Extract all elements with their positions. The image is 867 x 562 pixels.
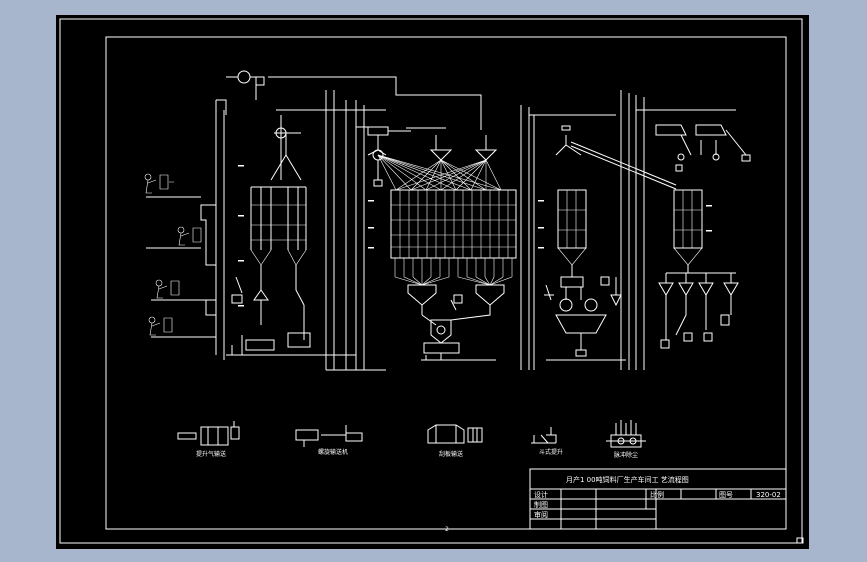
corner-mark <box>796 537 804 544</box>
bin-outlet <box>475 276 491 286</box>
feed-line <box>377 154 472 191</box>
feed-line <box>440 159 487 191</box>
drawing-no-label: 图号 <box>719 491 733 499</box>
cad-drawing-canvas: 提升气输送 螺旋输送机 刮板输送 斗式提升 脉冲除尘 月产1 00吨饲料厂生产车… <box>56 15 809 549</box>
feed-line <box>377 154 457 191</box>
bin-outlet <box>403 276 423 286</box>
bin-outlet <box>421 276 432 286</box>
legend-caption-1: 提升气输送 <box>196 450 226 458</box>
feed-line <box>410 159 442 191</box>
tag-mark <box>368 200 374 202</box>
bin-outlet <box>489 276 513 286</box>
designer-label: 设计 <box>534 490 548 499</box>
tag-mark <box>538 227 544 229</box>
tag-mark <box>238 165 244 167</box>
feed-line <box>425 159 442 191</box>
tag-mark <box>238 215 244 217</box>
tag-mark <box>368 247 374 249</box>
sheet-mark: 2 <box>445 526 449 533</box>
tag-mark <box>238 305 244 307</box>
feed-line <box>377 154 442 191</box>
bin-outlet <box>394 276 423 286</box>
feed-line <box>485 159 502 191</box>
pellet-section <box>529 90 751 370</box>
tag-mark <box>706 205 712 207</box>
equipment-legend: 提升气输送 螺旋输送机 刮板输送 斗式提升 脉冲除尘 <box>177 420 646 459</box>
outer-frame <box>59 18 803 544</box>
drawer-label: 制图 <box>534 500 548 509</box>
drawing-no-value: 320-02 <box>756 491 781 499</box>
feed-line <box>455 159 487 191</box>
inner-frame <box>105 36 787 530</box>
bin-outlet <box>457 276 491 286</box>
bin-outlet <box>421 276 450 286</box>
reviewer-label: 审阅 <box>534 510 548 519</box>
feed-line <box>377 154 397 191</box>
title-block: 月产1 00吨饲料厂生产车间工 艺流程图 设计 制图 审阅 比例 图号 320-… <box>529 468 787 530</box>
feed-line <box>377 154 427 191</box>
legend-caption-4: 斗式提升 <box>539 448 563 456</box>
bin-outlet <box>466 276 491 286</box>
feed-line <box>377 154 487 191</box>
tag-mark <box>238 260 244 262</box>
feed-line <box>395 159 442 191</box>
scale-label: 比例 <box>650 490 664 499</box>
tag-mark <box>538 200 544 202</box>
tag-mark <box>538 247 544 249</box>
legend-caption-2: 螺旋输送机 <box>318 448 348 456</box>
legend-caption-5: 脉冲除尘 <box>614 451 638 459</box>
feed-line <box>470 159 487 191</box>
bin-outlet <box>489 276 495 286</box>
tag-mark <box>706 230 712 232</box>
bin-outlet <box>421 276 441 286</box>
bin-outlet <box>412 276 423 286</box>
feed-line <box>377 154 502 191</box>
feed-line <box>410 159 487 191</box>
process-flow-drawing: 提升气输送 螺旋输送机 刮板输送 斗式提升 脉冲除尘 月产1 00吨饲料厂生产车… <box>59 18 804 544</box>
bin-outlet <box>484 276 491 286</box>
drawing-title: 月产1 00吨饲料厂生产车间工 艺流程图 <box>566 475 689 484</box>
intake-section <box>144 70 482 371</box>
feed-line <box>425 159 487 191</box>
legend-caption-3: 刮板输送 <box>439 450 463 458</box>
feed-line <box>395 159 487 191</box>
batching-section <box>355 100 530 371</box>
bin-outlet <box>489 276 504 286</box>
feed-line <box>377 154 412 191</box>
tag-mark <box>368 227 374 229</box>
